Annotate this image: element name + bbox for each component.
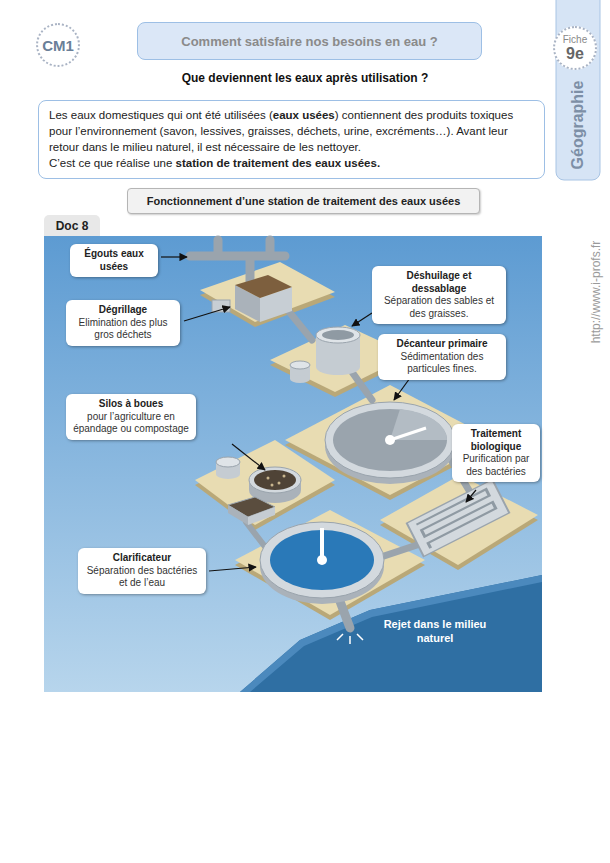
callout-heading: Égouts eaux usées: [76, 248, 152, 273]
callout-heading: Déshuilage et dessablage: [378, 270, 500, 295]
callout-heading: Traitement biologique: [458, 428, 534, 453]
doc-panel: [44, 236, 542, 692]
callout-box: Déshuilage et dessablageSéparation des s…: [372, 266, 506, 324]
level-text: CM1: [42, 37, 74, 54]
intro-box: Les eaux domestiques qui ont été utilisé…: [38, 100, 545, 179]
callout-box: Décanteur primaireSédimentation des part…: [378, 334, 506, 380]
callout-heading: Décanteur primaire: [384, 338, 500, 351]
callout-box: Silos à bouespour l’agriculture en épand…: [66, 394, 196, 440]
page-heading: Comment satisfaire nos besoins en eau ?: [181, 34, 437, 49]
platforms: [195, 262, 538, 620]
callout-box: ClarificateurSéparation des bactéries et…: [78, 548, 206, 594]
clarifier: [260, 522, 384, 604]
callout-heading: Silos à boues: [72, 398, 190, 411]
callout-heading: Clarificateur: [84, 552, 200, 565]
callout-body: Sédimentation des particules fines.: [384, 351, 500, 376]
degreasing-tank: [290, 327, 360, 383]
intro-text: Les eaux domestiques qui ont été utilisé…: [49, 108, 534, 156]
sheet-number: 9e: [566, 45, 584, 63]
title-box: Comment satisfaire nos besoins en eau ?: [137, 22, 482, 60]
callout-body: Séparation des sables et des graisses.: [378, 295, 500, 320]
intro-text: C’est ce que réalise une station de trai…: [49, 156, 534, 172]
sheet-badge: Fiche9e: [553, 26, 597, 70]
callout-body: Elimination des plus gros déchets: [72, 317, 174, 342]
section-header: Fonctionnement d’une station de traiteme…: [127, 188, 480, 214]
callout-heading: Dégrillage: [72, 304, 174, 317]
biological-basin: [407, 480, 510, 557]
callout-body: pour l’agriculture en épandage ou compos…: [72, 411, 190, 436]
outlet-splash: [337, 634, 363, 644]
sheet-label: Fiche: [563, 34, 587, 45]
callout-box: DégrillageElimination des plus gros déch…: [66, 300, 180, 346]
doc-number: Doc 8: [56, 219, 89, 233]
section-title: Fonctionnement d’une station de traiteme…: [147, 195, 461, 207]
subject-tab: Géographie: [566, 70, 590, 180]
callout-box: Égouts eaux usées: [70, 244, 158, 277]
outlet-label: Rejet dans le milieu naturel: [372, 617, 498, 646]
doc-tab: Doc 8: [44, 215, 100, 236]
page-subtitle: Que deviennent les eaux après utilisatio…: [0, 71, 610, 85]
callout-box: Traitement biologiquePurification par de…: [452, 424, 540, 482]
primary-settler: [325, 402, 455, 484]
callout-body: Séparation des bactéries et de l’eau: [84, 565, 200, 590]
level-badge: CM1: [36, 23, 80, 67]
sludge-silos: [216, 457, 301, 525]
screening-box: [212, 275, 292, 322]
callout-body: Purification par des bactéries: [458, 453, 534, 478]
watermark: http://www.i-profs.fr: [588, 222, 604, 362]
subject-text: Géographie: [569, 81, 587, 170]
